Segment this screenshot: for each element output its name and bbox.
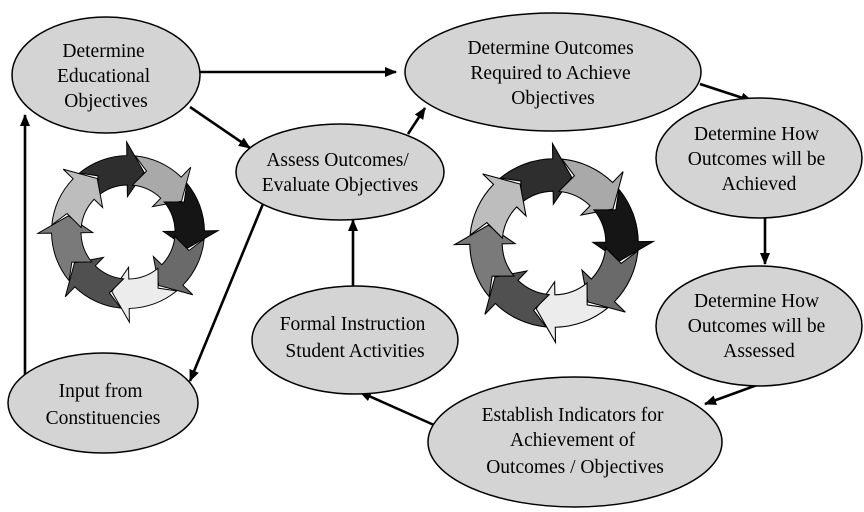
node-how-achieved: Determine How Outcomes will be Achieved <box>655 97 863 219</box>
node-label-line: Achieved <box>722 174 797 195</box>
arrow-assess-to-outcomes <box>406 107 427 135</box>
cycle-arrow-segment <box>51 168 104 229</box>
node-formal-instruction: Formal Instruction Student Activities <box>251 285 459 395</box>
cycle-graphic-left <box>35 139 221 325</box>
node-label-line: Objectives <box>511 88 594 109</box>
cycle-arrow-segment <box>557 158 624 216</box>
node-establish-indicators: Establish Indicators for Achievement of … <box>427 376 723 508</box>
svg-text:Assess Outcomes/ Evaluat: Assess Outcomes/ Evaluate Objectives <box>262 150 418 196</box>
node-label-line: Educational <box>57 66 151 87</box>
cycle-arrow-segment <box>78 139 145 199</box>
cycle-arrow-segment <box>469 173 527 240</box>
svg-text:Determine Educational: Determine Educational Objectives <box>57 41 155 112</box>
cycle-arrow-segment <box>161 182 221 249</box>
cycle-arrow-segment <box>35 215 95 282</box>
node-label-line: Determine <box>62 41 144 62</box>
node-label-line: Assessed <box>723 341 795 362</box>
node-determine-outcomes: Determine Outcomes Required to Achieve O… <box>404 12 702 132</box>
cycle-arrow-segment <box>581 246 639 313</box>
node-label-line: Constituencies <box>46 408 161 429</box>
node-label-line: Outcomes will be <box>688 149 826 170</box>
node-label-line: Outcomes will be <box>688 316 826 337</box>
node-assess-outcomes: Assess Outcomes/ Evaluate Objectives <box>235 123 445 221</box>
cycle-arrow-segment <box>535 280 609 345</box>
node-label-line: Input from <box>59 381 143 402</box>
node-label-line: Objectives <box>64 91 147 112</box>
svg-text:Determine Outcomes Requi: Determine Outcomes Required to Achieve O… <box>467 38 638 109</box>
cycle-arrow-segment <box>64 256 125 309</box>
cycle-arrow-segment <box>499 141 573 206</box>
node-label-line: Assess Outcomes/ <box>266 150 409 171</box>
arrow-assess-to-input <box>188 198 267 382</box>
node-label-line: Determine How <box>694 291 819 312</box>
cycle-arrows-right <box>452 141 656 345</box>
svg-text:Input from Constituencie: Input from Constituencies <box>46 381 161 429</box>
node-label-line: Evaluate Objectives <box>262 175 418 196</box>
node-label-line: Required to Achieve <box>470 63 630 84</box>
cycle-arrow-segment <box>484 270 551 328</box>
node-label-line: Determine How <box>694 124 819 145</box>
svg-text:Establish Indicators for: Establish Indicators for Achievement of … <box>482 405 669 478</box>
cycle-arrow-segment <box>452 224 517 298</box>
node-input-constituencies: Input from Constituencies <box>7 352 199 454</box>
cycle-arrows-left <box>35 139 221 325</box>
svg-text:Determine How Outcomes w: Determine How Outcomes will be Assessed <box>688 291 830 362</box>
node-label-line: Establish Indicators for <box>482 405 664 426</box>
svg-text:Determine How Outcomes w: Determine How Outcomes will be Achieved <box>688 124 830 195</box>
node-label-line: Formal Instruction <box>280 314 426 335</box>
cycle-arrow-segment <box>131 155 192 208</box>
cycle-arrow-segment <box>591 188 656 262</box>
node-how-assessed: Determine How Outcomes will be Assessed <box>655 265 863 387</box>
node-label-line: Student Activities <box>285 341 424 362</box>
svg-text:Formal Instruction Stude: Formal Instruction Student Activities <box>280 314 431 362</box>
cycle-arrow-segment <box>111 265 178 325</box>
node-determine-objectives: Determine Educational Objectives <box>11 16 201 134</box>
node-label-line: Determine Outcomes <box>467 38 633 59</box>
cycle-graphic-right <box>452 141 656 345</box>
node-label-line: Outcomes / Objectives <box>486 457 664 478</box>
cycle-arrow-segment <box>152 235 205 296</box>
node-label-line: Achievement of <box>510 430 636 451</box>
arrow-objectives-to-assess <box>189 105 251 150</box>
arrow-indicators-to-instruction <box>359 390 435 427</box>
